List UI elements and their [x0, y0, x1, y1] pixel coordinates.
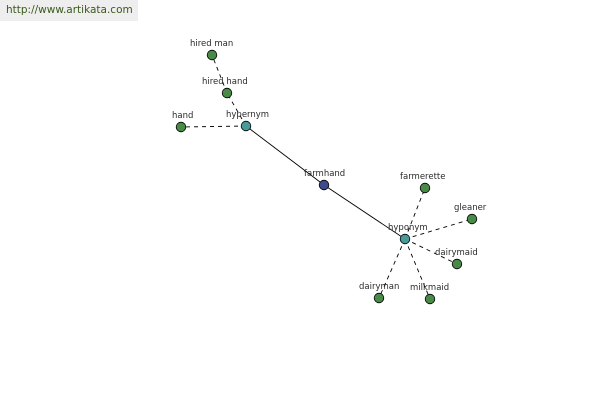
node-label-gleaner[interactable]: gleaner	[454, 203, 487, 213]
edge-hypernym-hand	[180, 125, 247, 128]
edge-hyponym-dairymaid	[404, 238, 458, 265]
node-label-dairymaid[interactable]: dairymaid	[435, 248, 478, 258]
node-dairymaid[interactable]: dairymaid	[435, 248, 478, 270]
node-dot-hyponym[interactable]	[399, 233, 411, 245]
node-dot-dairymaid[interactable]	[451, 258, 463, 270]
node-dot-hired-hand[interactable]	[221, 87, 233, 99]
node-label-farmhand[interactable]: farmhand	[304, 169, 345, 179]
node-label-dairyman[interactable]: dairyman	[359, 282, 399, 292]
node-label-hired-hand[interactable]: hired hand	[202, 77, 248, 87]
node-dot-farmhand[interactable]	[318, 179, 330, 191]
node-dot-farmerette[interactable]	[419, 182, 431, 194]
node-dot-dairyman[interactable]	[373, 292, 385, 304]
node-hyponym[interactable]: hyponym	[388, 223, 428, 245]
node-farmerette[interactable]: farmerette	[400, 172, 446, 194]
node-dairyman[interactable]: dairyman	[359, 282, 399, 304]
edge-farmhand-hyponym	[323, 184, 406, 240]
node-dot-hand[interactable]	[175, 121, 187, 133]
node-label-hyponym[interactable]: hyponym	[388, 223, 428, 233]
nodes-layer: farmhand hypernym hyponym hand hired hand hir…	[172, 39, 487, 305]
node-label-hand[interactable]: hand	[172, 111, 193, 121]
node-dot-hired-man[interactable]	[206, 49, 218, 61]
edge-hyponym-farmerette	[404, 187, 426, 240]
edge-hyponym-dairyman	[378, 238, 406, 299]
node-label-farmerette[interactable]: farmerette	[400, 172, 446, 182]
node-hired-man[interactable]: hired man	[190, 39, 233, 61]
edge-hyponym-milkmaid	[404, 238, 431, 300]
edge-hyponym-gleaner	[404, 218, 473, 240]
node-gleaner[interactable]: gleaner	[454, 203, 487, 225]
edge-hired-hand-hired-man	[211, 54, 228, 94]
node-hypernym[interactable]: hypernym	[226, 110, 269, 132]
node-label-hired-man[interactable]: hired man	[190, 39, 233, 49]
node-hand[interactable]: hand	[172, 111, 193, 133]
node-milkmaid[interactable]: milkmaid	[410, 283, 449, 305]
url-link[interactable]: http://www.artikata.com	[6, 4, 133, 16]
node-label-hypernym[interactable]: hypernym	[226, 110, 269, 120]
node-dot-milkmaid[interactable]	[424, 293, 436, 305]
edges-layer	[180, 54, 473, 300]
node-dot-hypernym[interactable]	[240, 120, 252, 132]
edge-farmhand-hypernym	[245, 125, 325, 186]
url-banner[interactable]: http://www.artikata.com	[0, 0, 138, 21]
edge-hypernym-hired-hand	[226, 92, 247, 127]
node-farmhand[interactable]: farmhand	[304, 169, 345, 191]
node-hired-hand[interactable]: hired hand	[202, 77, 248, 99]
node-label-milkmaid[interactable]: milkmaid	[410, 283, 449, 293]
node-dot-gleaner[interactable]	[466, 213, 478, 225]
